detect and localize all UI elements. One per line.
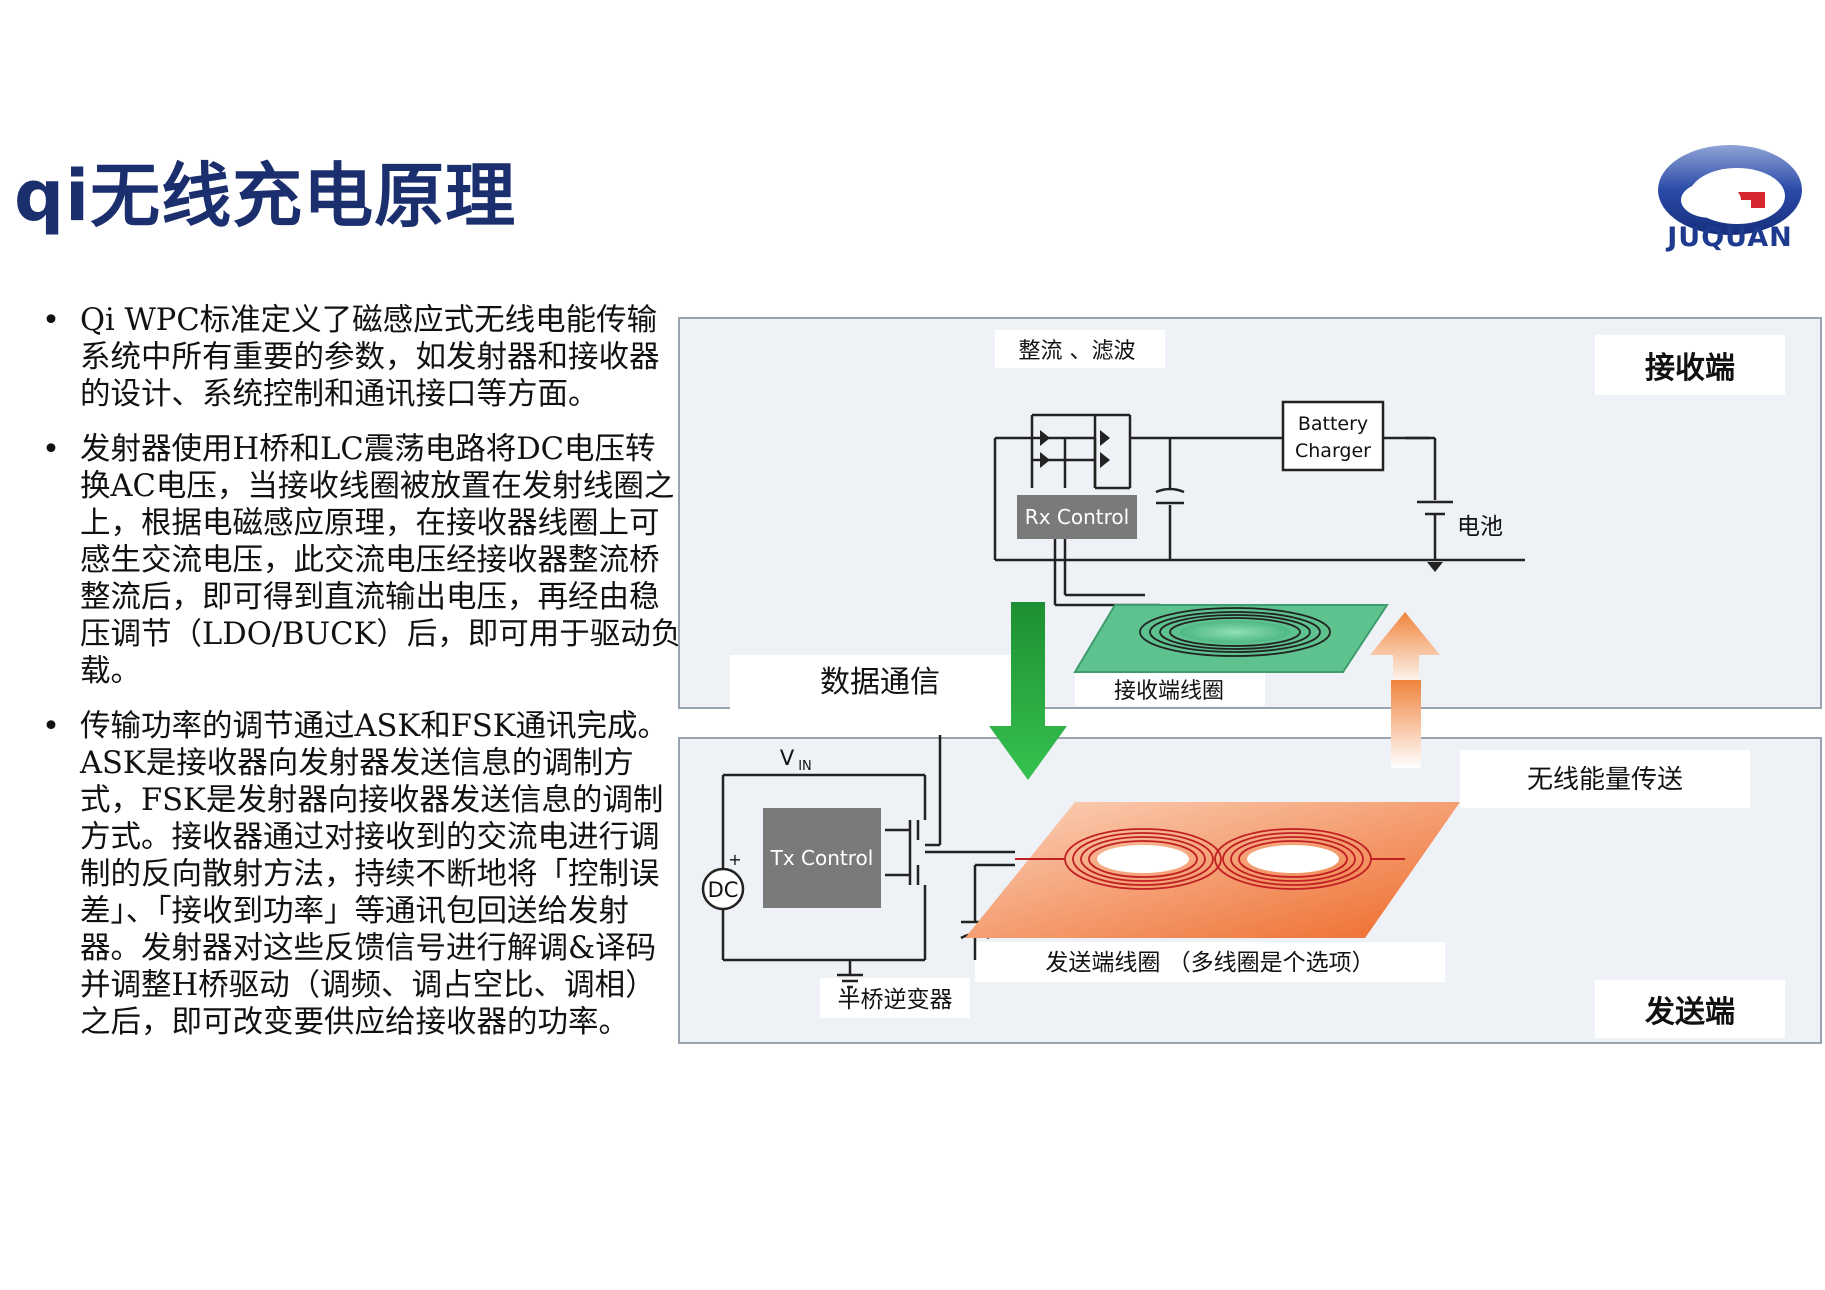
rx-coil-label: 接收端线圈 (1114, 679, 1224, 704)
juquan-logo (1658, 145, 1802, 235)
tx-coil-left (1064, 828, 1222, 890)
tx-control-label: Tx Control (770, 846, 874, 870)
rx-coil (1139, 607, 1331, 657)
inverter-label: 半桥逆变器 (838, 987, 953, 1013)
tx-coil-plate (965, 802, 1460, 938)
transmitter-panel-label: 发送端 (1644, 995, 1735, 1030)
logo-wordmark: JUQUAN (1667, 222, 1793, 253)
bullet-text: 传输功率的调节通过ASK和FSK通讯完成。ASK是接收器向发射器发送信息的调制方… (80, 709, 669, 1040)
page-title: qi无线充电原理 (14, 155, 517, 237)
qi-charging-diagram: Battery Charger Rx Control 整流 、滤波 接收端 电池… (678, 317, 1822, 1044)
tx-circuit (721, 735, 1015, 975)
bullet-marker: • (42, 709, 60, 744)
tx-coil-label: 发送端线圈 （多线圈是个选项） (1045, 950, 1374, 976)
bullet-marker: • (42, 432, 60, 467)
battery-charger-label-1: Battery (1298, 413, 1368, 435)
bullet-text: 发射器使用H桥和LC震荡电路将DC电压转换AC电压，当接收线圈被放置在发射线圈之… (80, 432, 682, 689)
tx-coil-right (1214, 828, 1372, 890)
bullet-item: • 传输功率的调节通过ASK和FSK通讯完成。ASK是接收器向发射器发送信息的调制… (40, 708, 685, 1041)
bullet-item: • 发射器使用H桥和LC震荡电路将DC电压转换AC电压，当接收线圈被放置在发射线圈… (40, 431, 685, 690)
dc-source (701, 867, 745, 911)
bullet-list: • Qi WPC标准定义了磁感应式无线电能传输系统中所有重要的参数，如发射器和接收… (40, 302, 685, 1059)
rectifier-label: 整流 、滤波 (1019, 339, 1136, 364)
wireless-power-label: 无线能量传送 (1527, 765, 1683, 795)
data-comm-arrow (989, 602, 1067, 780)
battery-label: 电池 (1457, 514, 1503, 540)
data-comm-label: 数据通信 (820, 665, 940, 700)
receiver-panel-label: 接收端 (1645, 351, 1735, 386)
bullet-text: Qi WPC标准定义了磁感应式无线电能传输系统中所有重要的参数，如发射器和接收器… (80, 303, 660, 412)
rx-circuit (993, 413, 1525, 607)
battery-charger-label-2: Charger (1295, 440, 1371, 462)
battery-charger-box (1281, 400, 1385, 472)
vin-label: V (780, 746, 795, 770)
dc-plus: + (728, 850, 741, 869)
wireless-power-arrow (1370, 612, 1440, 688)
tx-control-box (763, 808, 881, 908)
rx-control-box (1017, 495, 1137, 539)
rx-control-label: Rx Control (1025, 505, 1129, 529)
bullet-item: • Qi WPC标准定义了磁感应式无线电能传输系统中所有重要的参数，如发射器和接收… (40, 302, 685, 413)
vin-subscript: IN (798, 759, 812, 774)
bullet-marker: • (42, 303, 60, 338)
dc-label: DC (708, 878, 739, 902)
